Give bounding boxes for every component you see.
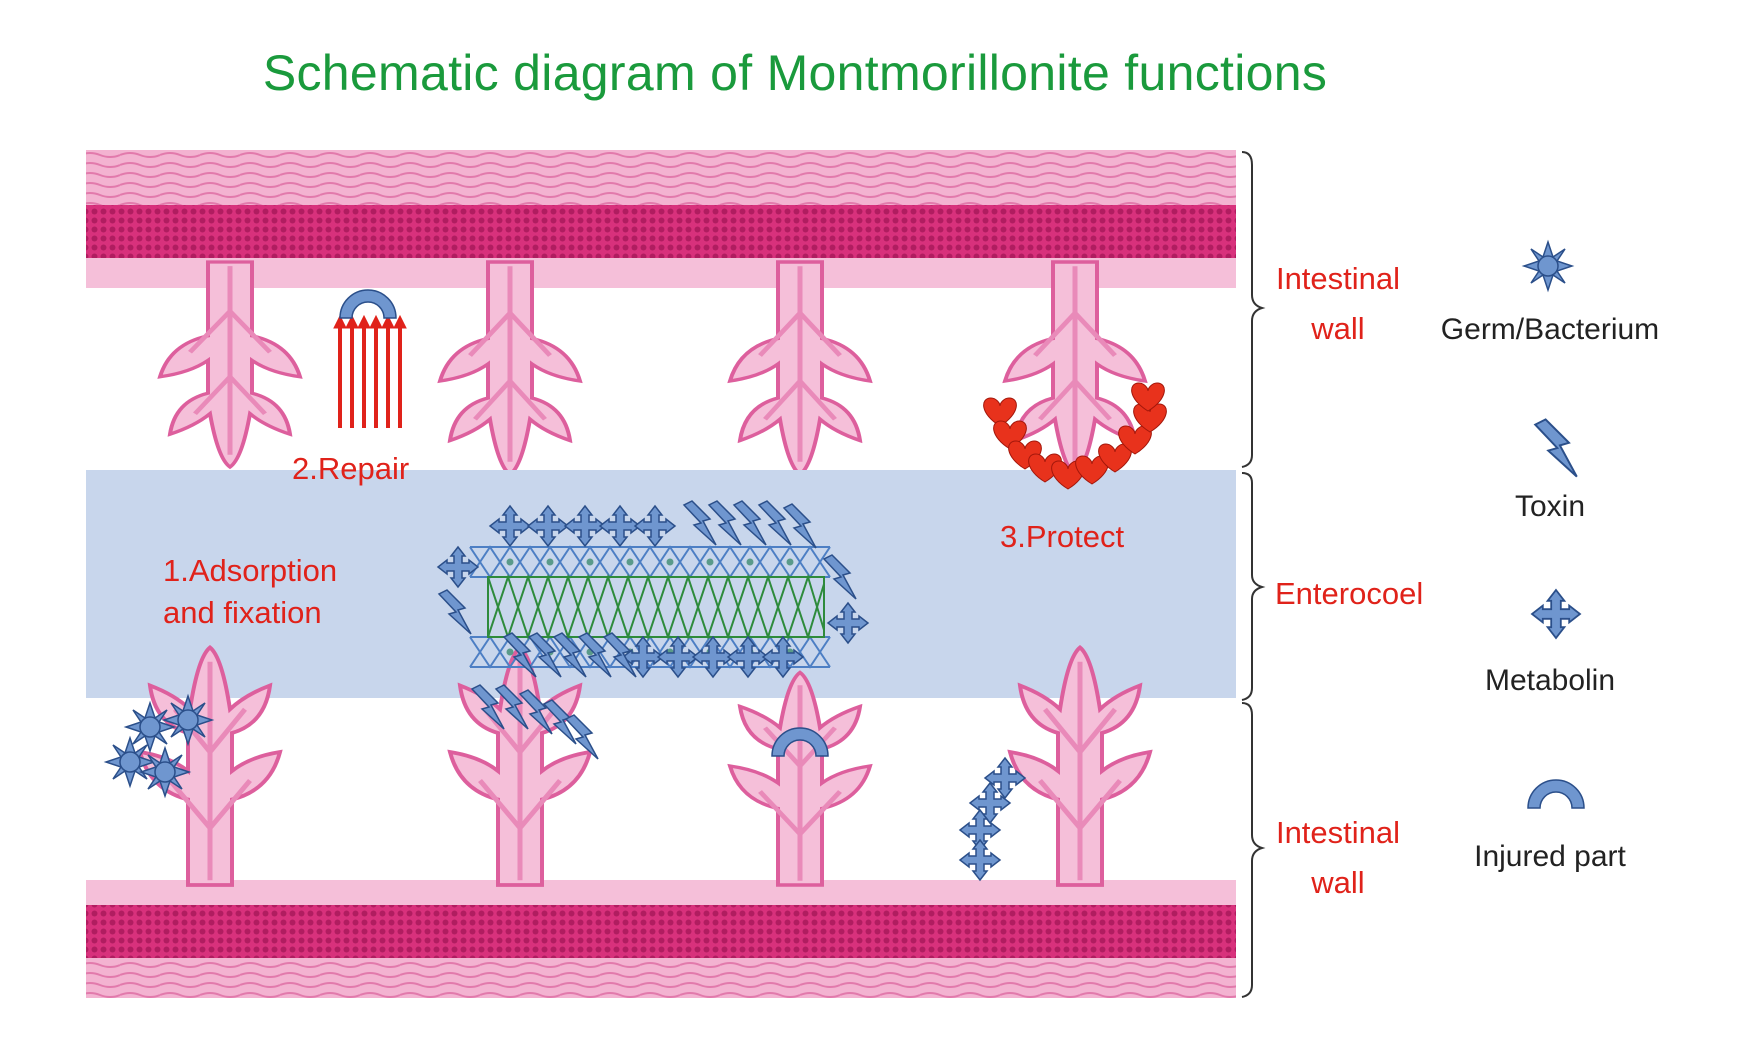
metabolins-on-villus bbox=[959, 757, 1026, 881]
intestinal-wall-bottom-line1: Intestinal bbox=[1275, 815, 1401, 850]
protect-label: 3.Protect bbox=[1000, 519, 1125, 554]
intestinal-wall-top-line2: wall bbox=[1311, 311, 1365, 346]
injured-part-icon bbox=[1527, 779, 1585, 809]
adsorption-label: 1.Adsorption and fixation bbox=[163, 550, 337, 634]
repair-arrows bbox=[333, 314, 407, 428]
adsorption-line2: and fixation bbox=[163, 595, 322, 630]
intestinal-wall-top-line1: Intestinal bbox=[1275, 261, 1401, 296]
germ-bacterium-icon bbox=[1523, 241, 1573, 291]
top-intestinal-wall bbox=[86, 150, 1236, 475]
legend-label-toxin: Toxin bbox=[1514, 490, 1586, 523]
intestinal-wall-bottom-line2: wall bbox=[1311, 865, 1365, 900]
brace-lines bbox=[1241, 151, 1266, 998]
intestinal-wall-bottom-label: Intestinal wall bbox=[1268, 812, 1408, 904]
enterocoel-label: Enterocoel bbox=[1275, 576, 1424, 611]
legend-label-metabolin: Metabolin bbox=[1484, 664, 1616, 697]
injured-part-icon bbox=[339, 289, 397, 319]
intestinal-wall-top-label: Intestinal wall bbox=[1268, 258, 1408, 350]
bottom-intestinal-wall bbox=[86, 648, 1236, 998]
legend-label-injured: Injured part bbox=[1474, 840, 1626, 873]
legend-label-germ: Germ/Bacterium bbox=[1440, 313, 1660, 346]
diagram-title: Schematic diagram of Montmorillonite fun… bbox=[262, 45, 1328, 101]
toxin-icon bbox=[1534, 418, 1578, 478]
adsorption-line1: 1.Adsorption bbox=[163, 553, 338, 588]
metabolin-icon bbox=[1531, 589, 1581, 639]
repair-label: 2.Repair bbox=[292, 451, 410, 486]
